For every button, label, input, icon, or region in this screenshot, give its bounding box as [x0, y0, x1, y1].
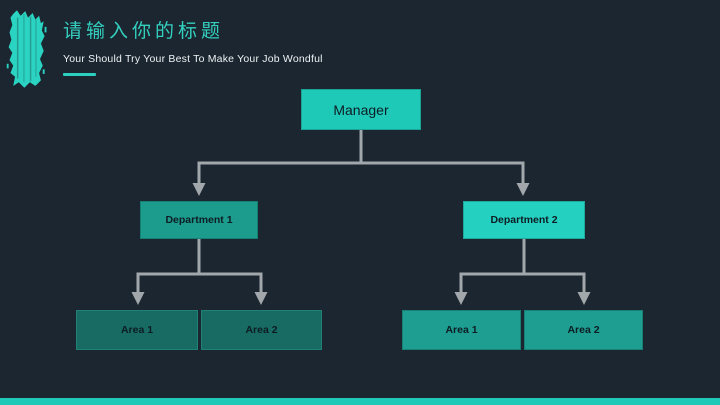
page-title: 请输入你的标题 [63, 21, 225, 42]
area-label: Area 1 [445, 324, 478, 336]
connector-left [136, 239, 263, 294]
connector-top [197, 130, 525, 185]
area-label: Area 2 [567, 324, 600, 336]
area-label: Area 2 [245, 324, 278, 336]
bottom-accent-bar [0, 398, 720, 405]
department-box: Department 2 [463, 201, 585, 239]
brush-stroke-icon [6, 10, 47, 88]
connector-right [459, 239, 586, 294]
connector-top-arrowheads [192, 183, 530, 196]
area-box: Area 1 [402, 310, 521, 350]
header: 请输入你的标题 Your Should Try Your Best To Mak… [63, 20, 323, 76]
area-box: Area 1 [76, 310, 198, 350]
area-box: Area 2 [524, 310, 643, 350]
area-label: Area 1 [120, 324, 154, 336]
department-box: Department 1 [140, 201, 258, 239]
page-subtitle: Your Should Try Your Best To Make Your J… [63, 53, 323, 65]
department-label: Department 2 [490, 214, 558, 226]
title-underline [63, 73, 96, 76]
connector-left-arrowheads [131, 292, 268, 305]
manager-label: Manager [333, 101, 389, 118]
area-box: Area 2 [201, 310, 322, 350]
connector-right-arrowheads [454, 292, 591, 305]
department-label: Department 1 [165, 214, 233, 226]
manager-box: Manager [301, 89, 421, 130]
